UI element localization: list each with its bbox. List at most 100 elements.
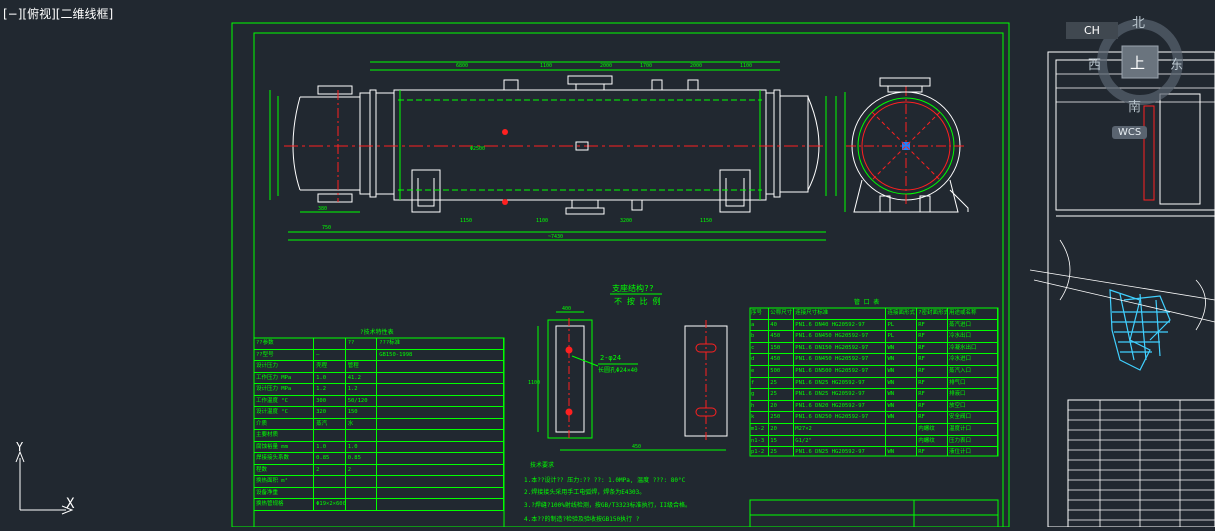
viewcube[interactable]: 北 南 东 西 上 [1064, 10, 1214, 140]
nozzle-cell: 排液口 [948, 389, 998, 400]
nozzle-cell: 20 [769, 423, 795, 435]
table-row: 介质蒸汽水 [254, 418, 504, 430]
nozzle-cell [886, 435, 918, 447]
nozzle-cell: 内螺纹 [917, 435, 949, 447]
nozzle-cell: e [750, 365, 770, 377]
wcs-menu-button[interactable]: WCS [1112, 126, 1148, 139]
support-title: 支座结构?? [612, 283, 654, 293]
compass-west[interactable]: 西 [1088, 58, 1102, 73]
params-cell: 1.2 [314, 384, 346, 395]
language-indicator[interactable]: CH [1066, 22, 1118, 39]
nozzle-cell: RF [917, 319, 949, 331]
dim-bottom-4: 1150 [700, 218, 712, 224]
nozzle-cell: RF [917, 400, 949, 412]
nozzle-cell: M27×2 [794, 423, 887, 435]
nozzle-cell: WN [886, 389, 918, 400]
params-cell: 设计温度 °C [254, 407, 315, 418]
params-header-cell [314, 338, 346, 349]
nozzle-cell: h [750, 400, 770, 412]
params-cell: 设计压力 MPa [254, 384, 315, 395]
nozzle-cell: PL [886, 319, 918, 331]
nozzle-cell: PN1.6 DN25 HG20592-97 [794, 447, 887, 456]
params-cell [377, 453, 504, 464]
nozzle-cell: PN1.6 DN450 HG20592-97 [794, 354, 887, 365]
nozzle-cell: RF [917, 331, 949, 342]
nozzle-cell: PN1.6 DN450 HG20592-97 [794, 331, 887, 342]
nozzle-cell: c [750, 342, 770, 354]
nozzle-cell: 公称尺寸 [769, 308, 795, 319]
nozzle-cell: 排气口 [948, 377, 998, 389]
nozzle-cell: 40 [769, 319, 795, 331]
params-cell: 1.2 [346, 384, 378, 395]
nozzle-cell: f [750, 377, 770, 389]
nozzle-cell: g [750, 389, 770, 400]
viewcube-top-face[interactable]: 上 [1130, 54, 1146, 72]
nozzle-cell: 蒸汽进口 [948, 319, 998, 331]
compass-east[interactable]: 东 [1170, 58, 1184, 73]
params-cell: 50/120 [346, 395, 378, 406]
nozzle-cell: WN [886, 342, 918, 354]
compass-south[interactable]: 南 [1128, 100, 1142, 115]
ucs-icon: Y X [0, 440, 90, 527]
dim-top-3: 1700 [640, 63, 652, 69]
nozzle-cell: PN1.6 DN25 HG20592-97 [794, 377, 887, 389]
note-1: 2.焊接接头采用手工电弧焊，焊条为E4303。 [524, 488, 645, 496]
nozzle-cell: RF [917, 389, 949, 400]
params-cell [377, 372, 504, 383]
nozzle-table: 管 口 表 [749, 298, 999, 457]
dim-top-0: 6800 [456, 63, 468, 69]
params-cell [377, 499, 504, 510]
dimension-lines-front: 6800 1100 2000 1700 2000 1100 750 1150 1… [269, 61, 837, 241]
params-cell: — [314, 349, 346, 360]
dim-bottom-1: 1150 [460, 218, 472, 224]
nozzle-cell: G1/2" [794, 435, 887, 447]
nozzle-cell: 25 [769, 377, 795, 389]
title-block-fragment [749, 499, 999, 527]
notes-title: 技术要求 [530, 461, 554, 469]
params-cell: 程数 [254, 464, 315, 475]
params-cell: 1.0 [346, 441, 378, 452]
params-header-cell: ?? [346, 338, 378, 349]
nozzle-cell: WN [886, 447, 918, 456]
params-cell [377, 430, 504, 441]
params-cell [377, 361, 504, 372]
table-row: ??型号—GB150-1998 [254, 349, 504, 361]
note-3: 4.本??的制造?检验及验收按GB150执行 ? [524, 515, 640, 523]
dim-top-4: 2000 [690, 63, 702, 69]
params-cell: 320 [314, 407, 346, 418]
params-cell: 壳程 [314, 361, 346, 372]
nozzle-cell: 温度计口 [948, 423, 998, 435]
nozzle-cell: RF [917, 377, 949, 389]
nozzle-cell: 用途或名称 [948, 308, 998, 319]
params-cell [314, 476, 346, 487]
nozzle-cell [886, 423, 918, 435]
support-dim-width: 400 [562, 306, 571, 312]
nozzle-cell: 冷凝水出口 [948, 342, 998, 354]
params-cell: Φ19×2×6000 [314, 499, 346, 510]
nozzle-cell: RF [917, 365, 949, 377]
support-note: 2-φ24 [600, 354, 621, 362]
params-cell: 设计压力 [254, 361, 315, 372]
params-cell [377, 476, 504, 487]
params-cell: 41.2 [346, 372, 378, 383]
nozzle-cell: 连接尺寸标准 [794, 308, 887, 319]
nozzle-cell: PN1.6 DN40 HG20592-97 [794, 319, 887, 331]
compass-north[interactable]: 北 [1132, 16, 1146, 31]
params-cell: 1.0 [314, 441, 346, 452]
nozzle-cell: 冷水出口 [948, 331, 998, 342]
params-cell [346, 476, 378, 487]
table-row: 设计压力壳程管程 [254, 361, 504, 373]
nozzle-cell: 450 [769, 354, 795, 365]
viewport-controls-label[interactable]: [−][俯视][二维线框] [3, 7, 114, 21]
nozzle-cell: 500 [769, 365, 795, 377]
